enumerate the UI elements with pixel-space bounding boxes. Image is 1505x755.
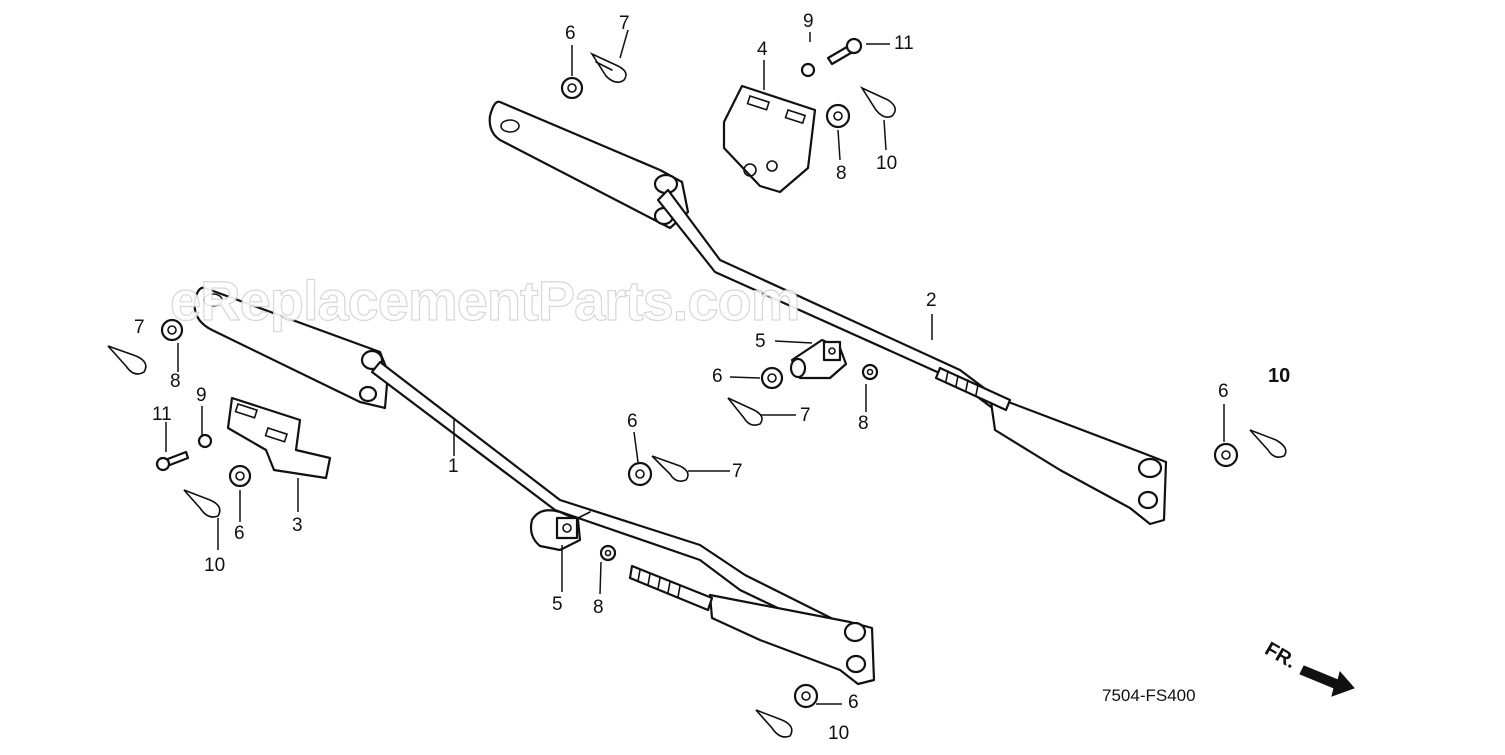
leader-lines [165,29,1225,705]
callout-7: 7 [619,13,630,34]
callout-8: 8 [836,163,847,184]
callout-7: 7 [732,461,743,482]
callout-2: 2 [926,290,937,311]
joint-5-lower [529,509,591,552]
callout-7: 7 [800,405,811,426]
callout-6: 6 [234,523,245,544]
callout-9: 9 [803,11,814,32]
bracket-3 [226,396,332,480]
rod-assembly-2 [488,100,1168,526]
callout-6: 6 [1218,381,1229,402]
callout-6: 6 [565,23,576,44]
callout-11: 11 [152,404,172,425]
callout-5: 5 [755,331,766,352]
callout-10: 10 [828,723,850,744]
callout-8: 8 [593,597,604,618]
washers [160,62,1239,709]
callout-10: 10 [204,555,226,576]
callout-11: 11 [894,33,914,54]
callout-1: 1 [448,456,459,477]
callout-3: 3 [292,515,303,536]
callout-6: 6 [627,411,638,432]
callout-6: 6 [712,366,723,387]
front-arrow-icon [1299,665,1355,697]
callout-8: 8 [170,371,181,392]
callout-4: 4 [757,39,768,60]
callout-7: 7 [134,317,145,338]
bolts [155,37,863,472]
bracket-4 [722,84,817,194]
diagram-code: 7504-FS400 [1102,686,1196,705]
cotter-pins [107,52,1287,738]
callout-10: 10 [1268,365,1291,387]
callout-6: 6 [848,692,859,713]
callout-5: 5 [552,594,563,615]
rod-assembly-1 [193,286,876,686]
joint-5-upper [789,338,848,380]
callout-10: 10 [876,153,898,174]
callout-9: 9 [196,385,207,406]
callout-8: 8 [858,413,869,434]
watermark: eReplacementParts.com [169,268,801,332]
